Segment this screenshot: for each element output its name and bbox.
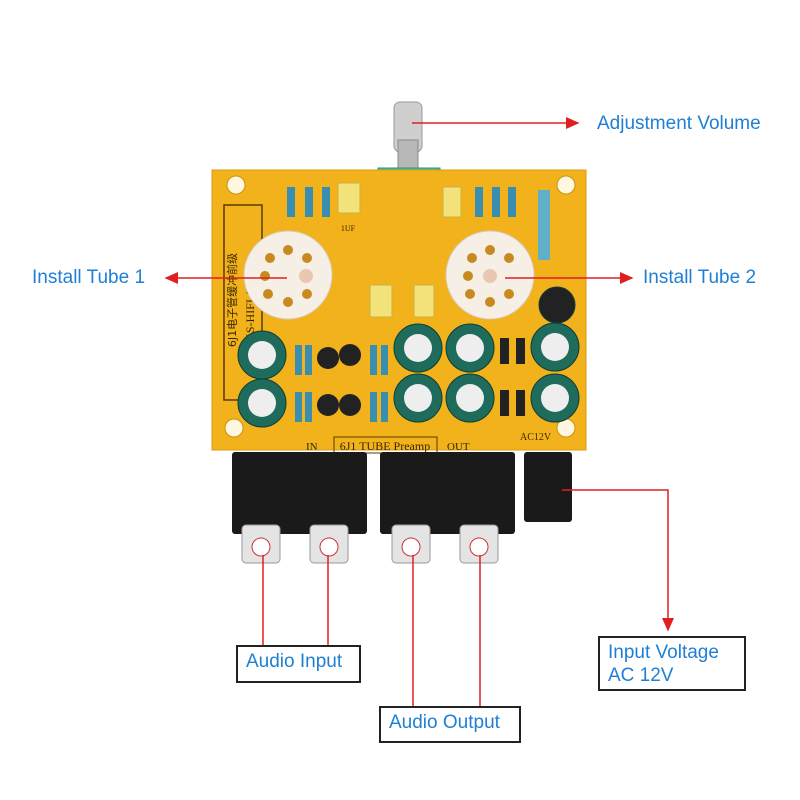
input-voltage-line2: AC 12V	[608, 665, 674, 686]
rca-jacks	[232, 452, 572, 564]
electrolytic-capacitors	[237, 286, 580, 428]
transistors	[317, 338, 525, 416]
film-capacitors	[337, 182, 462, 318]
board-chinese-text: 6J1电子管缓冲前级	[225, 253, 239, 347]
tube-socket-1	[243, 230, 333, 320]
label-adjustment-volume: Adjustment Volume	[597, 113, 761, 134]
label-install-tube-1: Install Tube 1	[32, 267, 146, 288]
board-power-text: AC12V	[520, 432, 552, 443]
annotation-arrows	[164, 117, 674, 707]
label-audio-output: Audio Output	[379, 706, 521, 743]
tube-socket-2	[445, 230, 535, 320]
label-input-voltage: Input Voltage AC 12V	[598, 636, 746, 691]
board-cap-value-text: 1UF	[341, 224, 356, 233]
input-voltage-line1: Input Voltage	[608, 642, 719, 663]
label-install-tube-2: Install Tube 2	[643, 267, 757, 288]
board-out-text: OUT	[447, 441, 470, 453]
capacitor-tops	[248, 333, 569, 417]
label-audio-input: Audio Input	[236, 645, 361, 683]
resistors	[287, 187, 550, 422]
mount-holes	[224, 175, 576, 438]
board-title-text: 6J1 TUBE Preamp	[340, 439, 430, 453]
board-in-text: IN	[306, 441, 318, 453]
